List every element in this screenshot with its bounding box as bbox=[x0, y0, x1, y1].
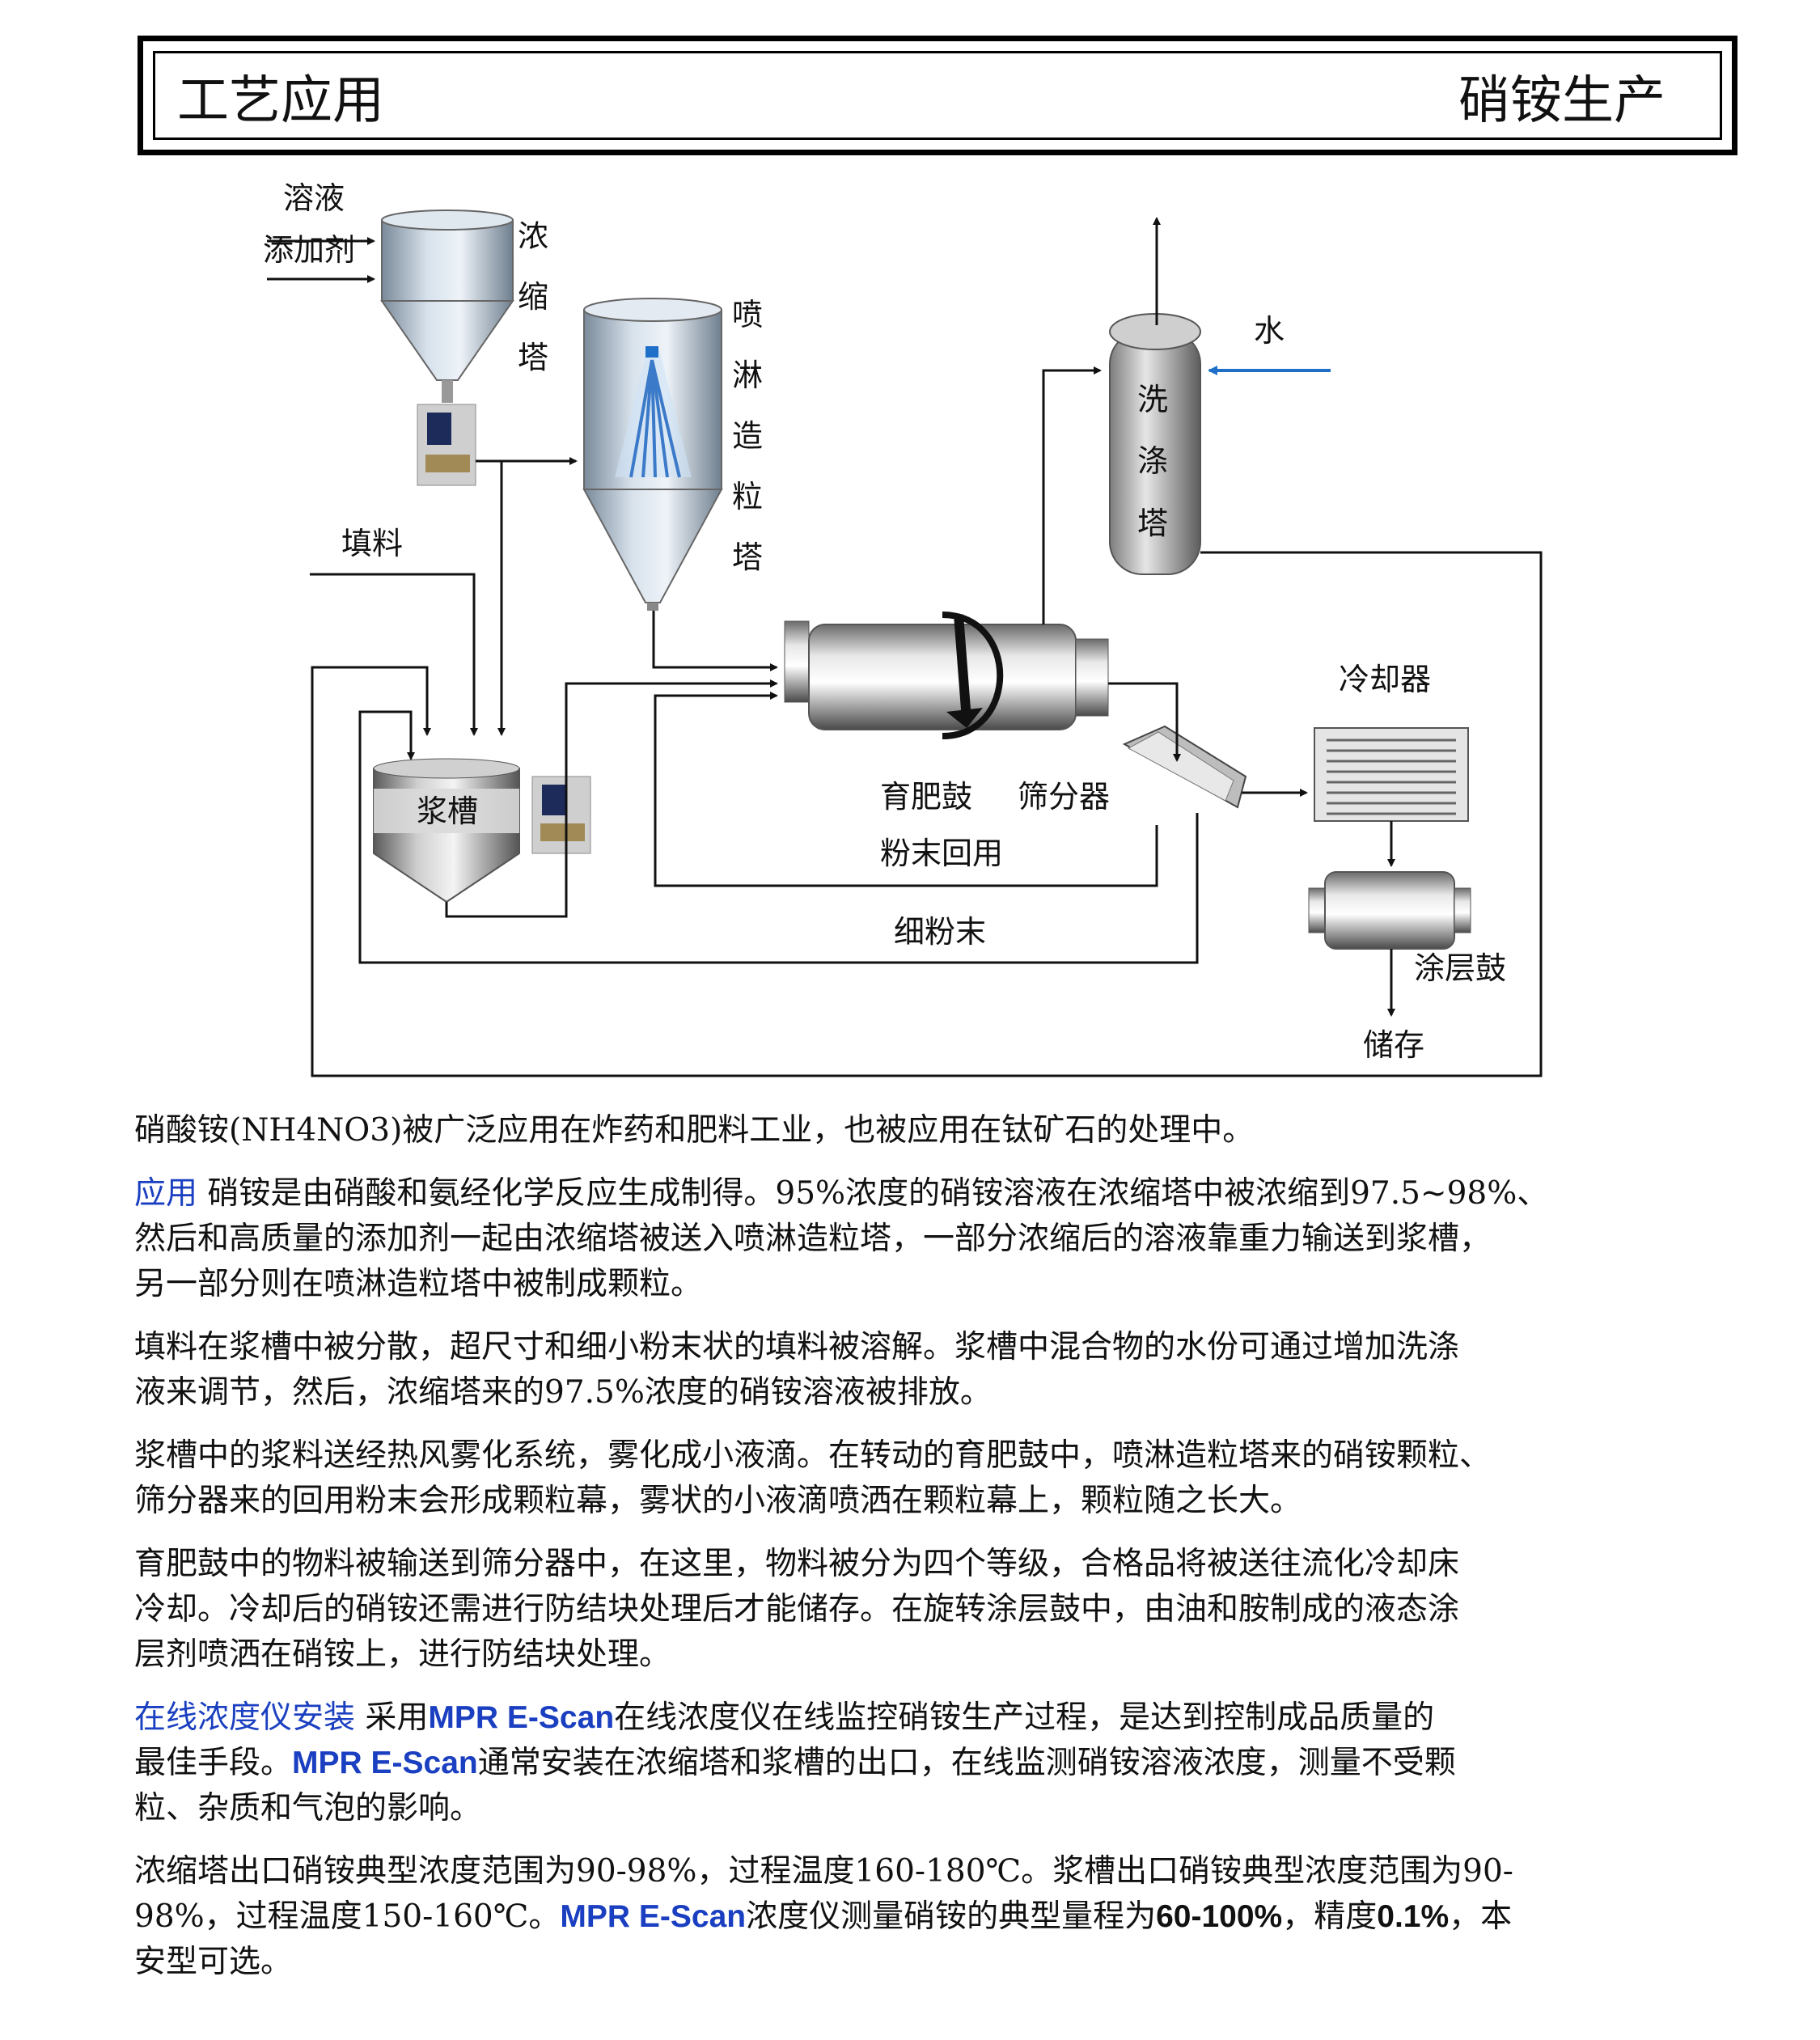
label-prilling-5: 塔 bbox=[732, 540, 763, 575]
paragraph-filler: 填料在浆槽中被分散，超尺寸和细小粉末状的填料被溶解。浆槽中混合物的水份可通过增加… bbox=[134, 1325, 1744, 1416]
sensor-device-icon bbox=[417, 404, 476, 486]
label-slurry-tank: 浆槽 bbox=[417, 794, 478, 829]
label-fines: 细粉末 bbox=[894, 914, 986, 950]
screen bbox=[1122, 725, 1247, 809]
paragraph-slurry: 浆槽中的浆料送经热风雾化系统，雾化成小液滴。在转动的育肥鼓中，喷淋造粒塔来的硝铵… bbox=[134, 1433, 1744, 1524]
label-water: 水 bbox=[1254, 313, 1285, 349]
specs-f: 安型可选。 bbox=[134, 1944, 293, 1980]
paragraph-granulator: 育肥鼓中的物料被输送到筛分器中，在这里，物料被分为四个等级，合格品将被送往流化冷… bbox=[134, 1542, 1744, 1678]
slurry-line-2: 筛分器来的回用粉末会形成颗粒幕，雾状的小液滴喷洒在颗粒幕上，颗粒随之长大。 bbox=[134, 1483, 1302, 1519]
brand-name: MPR E-Scan bbox=[428, 1700, 615, 1735]
prilling-tower bbox=[582, 298, 723, 611]
installation-a: 采用 bbox=[355, 1699, 429, 1736]
specs-d: ，精度 bbox=[1282, 1898, 1378, 1935]
filler-line-2: 液来调节，然后，浓缩塔来的97.5%浓度的硝铵溶液被排放。 bbox=[134, 1374, 992, 1411]
specs-a: 浓缩塔出口硝铵典型浓度范围为90-98%，过程温度160-180℃。浆槽出口硝铵… bbox=[134, 1853, 1513, 1890]
measurement-range: 60-100% bbox=[1156, 1899, 1283, 1934]
installation-e: 粒、杂质和气泡的影响。 bbox=[134, 1790, 482, 1826]
label-scrubber-3: 塔 bbox=[1137, 506, 1168, 541]
header-title-left: 工艺应用 bbox=[177, 71, 384, 131]
application-line-1: 硝铵是由硝酸和氨经化学反应生成制得。95%浓度的硝铵溶液在浓缩塔中被浓缩到97.… bbox=[197, 1175, 1549, 1212]
granulator-line-2: 冷却。冷却后的硝铵还需进行防结块处理后才能储存。在旋转涂层鼓中，由油和胺制成的液… bbox=[134, 1591, 1460, 1627]
installation-d: 通常安装在浓缩塔和浆槽的出口，在线监测硝铵溶液浓度，测量不受颗 bbox=[477, 1745, 1456, 1781]
label-solution: 溶液 bbox=[283, 180, 345, 216]
flow-lines bbox=[267, 217, 1543, 1077]
label-screen: 筛分器 bbox=[1018, 779, 1110, 815]
header-inner-border bbox=[153, 51, 1722, 140]
paragraph-installation: 在线浓度仪安装 采用MPR E-Scan在线浓度仪在线监控硝铵生产过程，是达到控… bbox=[134, 1695, 1744, 1831]
installation-label: 在线浓度仪安装 bbox=[134, 1699, 356, 1736]
label-prilling-1: 喷 bbox=[732, 297, 763, 332]
filler-line-1: 填料在浆槽中被分散，超尺寸和细小粉末状的填料被溶解。浆槽中混合物的水份可通过增加… bbox=[134, 1329, 1460, 1365]
intro-text: 硝酸铵(NH4NO3)被广泛应用在炸药和肥料工业，也被应用在钛矿石的处理中。 bbox=[134, 1112, 1255, 1149]
installation-b: 在线浓度仪在线监控硝铵生产过程，是达到控制成品质量的 bbox=[614, 1699, 1435, 1736]
label-concentrator-2: 缩 bbox=[518, 279, 548, 315]
granulator-line-1: 育肥鼓中的物料被输送到筛分器中，在这里，物料被分为四个等级，合格品将被送往流化冷… bbox=[134, 1546, 1460, 1582]
specs-b: 98%，过程温度150-160℃。 bbox=[134, 1898, 561, 1935]
brand-name: MPR E-Scan bbox=[292, 1746, 478, 1780]
label-scrubber-1: 洗 bbox=[1137, 382, 1168, 417]
application-label: 应用 bbox=[134, 1175, 198, 1212]
slurry-tank bbox=[373, 758, 520, 904]
sensor-device-icon bbox=[531, 776, 591, 854]
label-storage: 储存 bbox=[1363, 1027, 1424, 1063]
paragraph-intro: 硝酸铵(NH4NO3)被广泛应用在炸药和肥料工业，也被应用在钛矿石的处理中。 bbox=[134, 1108, 1744, 1153]
label-prilling-2: 淋 bbox=[732, 358, 763, 393]
label-filler: 填料 bbox=[341, 526, 403, 561]
label-granulator: 育肥鼓 bbox=[880, 779, 972, 815]
concentrator-tower bbox=[380, 210, 514, 403]
label-concentrator-3: 塔 bbox=[518, 340, 548, 375]
paragraph-application: 应用 硝铵是由硝酸和氨经化学反应生成制得。95%浓度的硝铵溶液在浓缩塔中被浓缩到… bbox=[134, 1171, 1744, 1307]
granulator-drum bbox=[784, 612, 1109, 739]
label-coater: 涂层鼓 bbox=[1414, 950, 1506, 986]
application-line-2: 然后和高质量的添加剂一起由浓缩塔被送入喷淋造粒塔，一部分浓缩后的溶液靠重力输送到… bbox=[134, 1221, 1492, 1257]
label-additive: 添加剂 bbox=[263, 232, 355, 268]
granulator-line-3: 层剂喷洒在硝铵上，进行防结块处理。 bbox=[134, 1636, 671, 1673]
process-flow-diagram: 溶液 添加剂 浓 缩 塔 喷 淋 造 粒 塔 水 洗 涤 塔 填料 浆槽 育肥鼓… bbox=[263, 180, 1543, 1077]
coating-drum bbox=[1308, 871, 1471, 950]
cooler bbox=[1314, 727, 1469, 822]
label-scrubber-2: 涤 bbox=[1137, 443, 1168, 479]
label-recycle: 粉末回用 bbox=[880, 836, 1003, 871]
paragraph-specs: 浓缩塔出口硝铵典型浓度范围为90-98%，过程温度160-180℃。浆槽出口硝铵… bbox=[134, 1849, 1744, 1985]
label-concentrator-1: 浓 bbox=[518, 218, 548, 254]
label-cooler: 冷却器 bbox=[1339, 662, 1431, 697]
label-prilling-4: 粒 bbox=[732, 479, 763, 514]
header-title-right: 硝铵生产 bbox=[1458, 71, 1666, 131]
label-prilling-3: 造 bbox=[732, 418, 763, 454]
application-line-3: 另一部分则在喷淋造粒塔中被制成颗粒。 bbox=[134, 1266, 703, 1302]
brand-name: MPR E-Scan bbox=[560, 1899, 747, 1934]
scrubber-tower bbox=[1109, 313, 1201, 575]
installation-c: 最佳手段。 bbox=[134, 1745, 293, 1781]
body-text: 硝酸铵(NH4NO3)被广泛应用在炸药和肥料工业，也被应用在钛矿石的处理中。 应… bbox=[134, 1108, 1744, 2003]
specs-c: 浓度仪测量硝铵的典型量程为 bbox=[746, 1898, 1157, 1935]
header-box: 工艺应用 硝铵生产 bbox=[138, 36, 1737, 155]
slurry-line-1: 浆槽中的浆料送经热风雾化系统，雾化成小液滴。在转动的育肥鼓中，喷淋造粒塔来的硝铵… bbox=[134, 1437, 1492, 1474]
specs-e: ，本 bbox=[1449, 1898, 1513, 1935]
accuracy-value: 0.1% bbox=[1377, 1899, 1450, 1934]
